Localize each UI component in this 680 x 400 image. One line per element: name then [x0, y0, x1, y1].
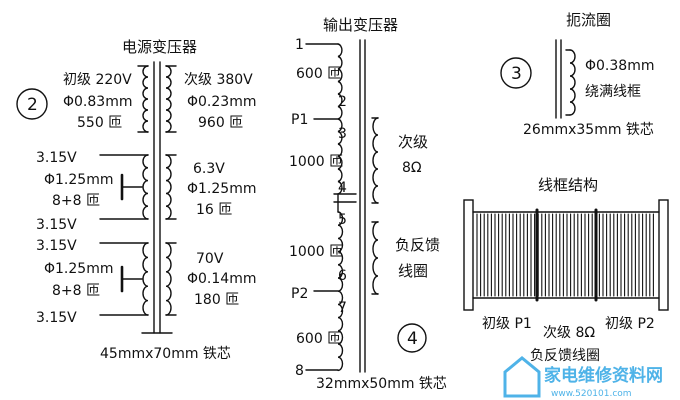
watermark-url: www.520101.com	[551, 389, 632, 399]
fil1-bottom-voltage: 3.15V	[36, 217, 77, 233]
secondary-380v-coil	[165, 65, 172, 133]
feedback-label-2: 线圈	[398, 262, 428, 280]
filament-coil-1	[142, 154, 149, 220]
secondary-label: 次级	[398, 133, 428, 151]
feedback-coil	[372, 221, 379, 295]
badge-circle-3	[500, 57, 532, 89]
badge-3: 3	[511, 64, 522, 84]
turns-600-top: 600 匝	[296, 66, 341, 82]
filament-coil-2	[142, 242, 149, 316]
bobbin-primary-p2: 初级 P2	[605, 315, 655, 332]
sec380-turns: 960 匝	[198, 115, 243, 131]
pin-5: 5	[338, 212, 347, 228]
power-transformer-title: 电源变压器	[122, 38, 197, 56]
sec380-label: 次级 380V	[184, 72, 253, 88]
pin-3: 3	[338, 126, 347, 142]
pin-1: 1	[295, 37, 304, 53]
sec6v3-wire: Φ1.25mm	[187, 181, 256, 197]
pin-4: 4	[338, 180, 347, 196]
pin-6: 6	[338, 268, 347, 284]
fil1-turns: 8+8 匝	[52, 193, 100, 209]
watermark: 家电维修资料网 www.520101.com	[503, 356, 663, 399]
primary-label: 初级 220V	[63, 71, 132, 88]
pin-7: 7	[338, 300, 347, 316]
fil2-wire: Φ1.25mm	[44, 261, 113, 277]
choke-core-size: 26mmx35mm 铁芯	[523, 122, 654, 138]
turns-1000-upper: 1000 匝	[289, 154, 343, 170]
badge-circle-2	[16, 88, 48, 120]
feedback-label-1: 负反馈	[395, 236, 440, 254]
sec6v3-voltage: 6.3V	[193, 161, 225, 177]
secondary-8ohm-coil	[372, 117, 379, 204]
sec70v-voltage: 70V	[196, 251, 224, 267]
secondary-6v3-coil	[165, 154, 172, 220]
primary-wire: Φ0.83mm	[63, 94, 132, 110]
secondary-70v-coil	[165, 242, 172, 316]
bobbin-title: 线框结构	[538, 176, 598, 194]
watermark-logo	[503, 356, 541, 398]
power-core-size: 45mmx70mm 铁芯	[100, 346, 231, 362]
choke-coil	[569, 49, 576, 116]
choke-wire: Φ0.38mm	[585, 58, 654, 74]
bobbin-structure	[463, 199, 669, 311]
turns-600-bottom: 600 匝	[296, 331, 341, 347]
output-core-size: 32mmx50mm 铁芯	[316, 376, 447, 392]
labels: 电源变压器 2 初级 220V Φ0.83mm 550 匝 次级 380V Φ0…	[27, 11, 655, 392]
bobbin-flange-right	[658, 199, 669, 311]
secondary-impedance: 8Ω	[402, 160, 422, 176]
pin-8: 8	[295, 363, 304, 379]
primary-coil	[142, 65, 149, 133]
choke	[500, 39, 576, 119]
fil2-top-voltage: 3.15V	[36, 238, 77, 254]
bobbin-primary-p1: 初级 P1	[482, 315, 532, 332]
sec70v-wire: Φ0.14mm	[187, 271, 256, 287]
choke-title: 扼流圈	[566, 11, 611, 29]
sec70v-turns: 180 匝	[194, 292, 239, 308]
output-transformer-title: 输出变压器	[323, 16, 398, 34]
pin-2: 2	[338, 94, 347, 110]
badge-2: 2	[27, 95, 38, 115]
bobbin-flange-left	[463, 199, 474, 311]
sec380-wire: Φ0.23mm	[187, 94, 256, 110]
primary-turns: 550 匝	[77, 115, 122, 131]
bobbin-feedback: 负反馈线圈	[530, 348, 600, 364]
sec6v3-turns: 16 匝	[196, 202, 232, 218]
tap-p1: P1	[291, 112, 308, 128]
turns-1000-lower: 1000 匝	[289, 244, 343, 260]
badge-4: 4	[407, 329, 418, 349]
fil1-wire: Φ1.25mm	[44, 172, 113, 188]
watermark-chinese: 家电维修资料网	[544, 365, 663, 386]
fil2-turns: 8+8 匝	[52, 283, 100, 299]
badge-circle-4	[397, 323, 427, 353]
fil2-bottom-voltage: 3.15V	[36, 310, 77, 326]
bobbin-secondary: 次级 8Ω	[543, 325, 595, 341]
output-transformer	[305, 39, 427, 373]
choke-note: 绕满线框	[585, 84, 641, 100]
bobbin-winding-lines	[476, 213, 654, 297]
fil1-top-voltage: 3.15V	[36, 150, 77, 166]
power-transformer	[16, 61, 177, 334]
tap-p2: P2	[291, 286, 308, 302]
